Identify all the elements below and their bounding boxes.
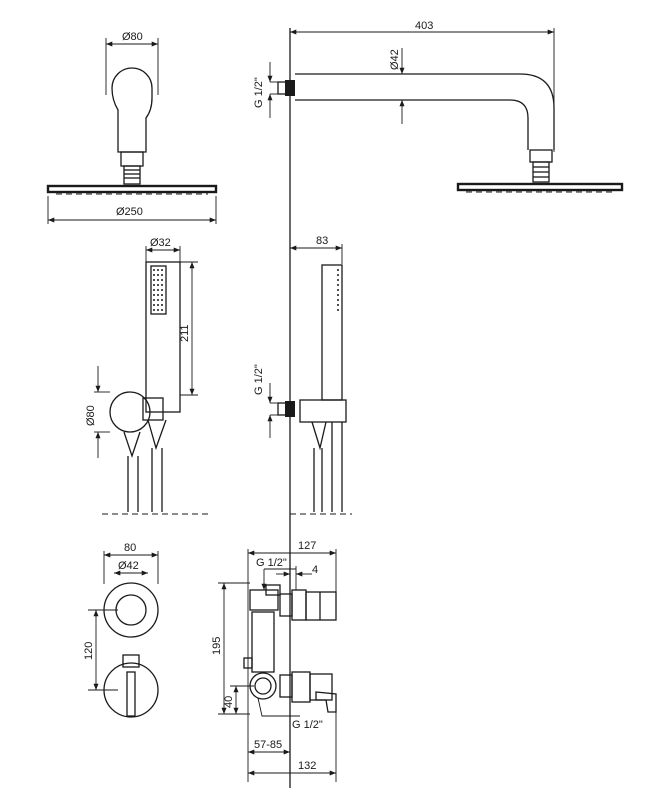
dim-holder-diameter: Ø80 <box>85 405 97 426</box>
dim-thread-holder: G 1/2" <box>253 364 265 395</box>
dim-offset-small: 4 <box>312 564 318 576</box>
valve-front-view: 80 Ø42 120 <box>83 542 159 718</box>
dim-valve-knob: Ø42 <box>118 560 139 572</box>
hand-shower-side-view: 83 G 1/2" <box>253 235 352 515</box>
dim-outlet-height: 40 <box>223 696 235 708</box>
head-shower-side-view: 403 G 1/2" Ø42 <box>253 20 624 193</box>
dim-arm-diameter: Ø42 <box>389 49 401 70</box>
dim-thread-arm: G 1/2" <box>253 77 265 108</box>
dim-arm-length: 403 <box>415 20 433 32</box>
dim-valve-width: 80 <box>124 542 136 554</box>
dim-body-depth-top: 127 <box>298 540 316 552</box>
dim-body-height: 195 <box>211 637 223 655</box>
dim-thread-valve-top: G 1/2" <box>256 557 287 569</box>
dim-head-diameter: Ø80 <box>122 31 143 43</box>
dim-thread-valve-bottom: G 1/2" <box>292 719 323 731</box>
dim-handshower-diameter: Ø32 <box>150 237 171 249</box>
head-shower-front-view: Ø80 Ø250 <box>46 31 218 224</box>
hand-shower-front-view: Ø32 211 Ø80 <box>85 237 210 515</box>
dim-valve-spacing: 120 <box>83 642 95 660</box>
dim-handshower-height: 211 <box>179 324 191 342</box>
valve-side-view: 127 G 1/2" 4 195 G 1/2" 40 57-85 <box>211 540 337 782</box>
dim-install-depth: 57-85 <box>254 739 282 751</box>
dim-head-plate: Ø250 <box>116 206 143 218</box>
dim-holder-depth: 83 <box>316 235 328 247</box>
dim-body-depth-bottom: 132 <box>298 760 316 772</box>
